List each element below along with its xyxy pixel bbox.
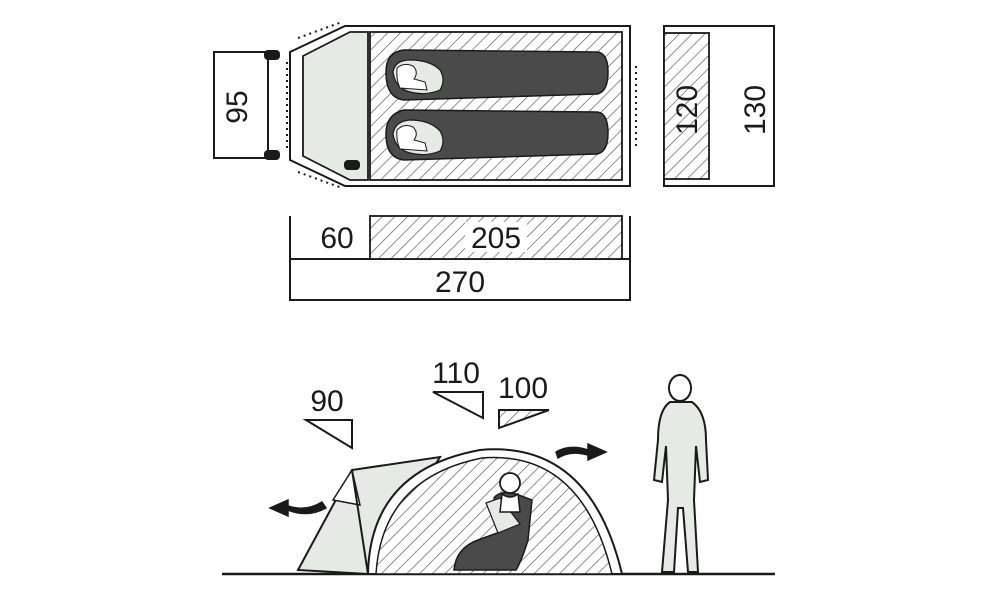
- inner-length-label: 205: [471, 222, 521, 255]
- width-130-label: 130: [739, 85, 772, 135]
- outer-height-label: 110: [432, 357, 480, 390]
- width-120-box: [663, 32, 710, 180]
- width-120-label: 120: [671, 85, 704, 135]
- side-view: 90 110 100: [222, 357, 775, 576]
- outer-height-marker: [432, 391, 484, 420]
- vestibule-height-marker: [302, 419, 353, 450]
- vent-arrow-icon: [268, 498, 328, 518]
- total-length-label: 270: [435, 266, 485, 299]
- width-95-label: 95: [221, 90, 254, 123]
- sleeping-bag-icon: [385, 109, 609, 161]
- sleeping-bag-icon: [385, 49, 609, 101]
- inner-height-label: 100: [498, 372, 548, 405]
- top-view: 95: [213, 21, 775, 189]
- vestibule-length-label: 60: [320, 222, 353, 255]
- person-standing-icon: [652, 374, 710, 573]
- inner-height-marker: [498, 409, 550, 430]
- width-95-box: [213, 51, 269, 159]
- length-dimensions: 60 205 270: [289, 215, 631, 301]
- vent-arrow-icon: [555, 442, 608, 462]
- person-sitting-icon: [453, 472, 533, 571]
- tent-peg-icon: [264, 50, 360, 170]
- vestibule-height-label: 90: [310, 385, 343, 418]
- guy-lines: [286, 21, 637, 189]
- vestibule-area: [302, 31, 369, 181]
